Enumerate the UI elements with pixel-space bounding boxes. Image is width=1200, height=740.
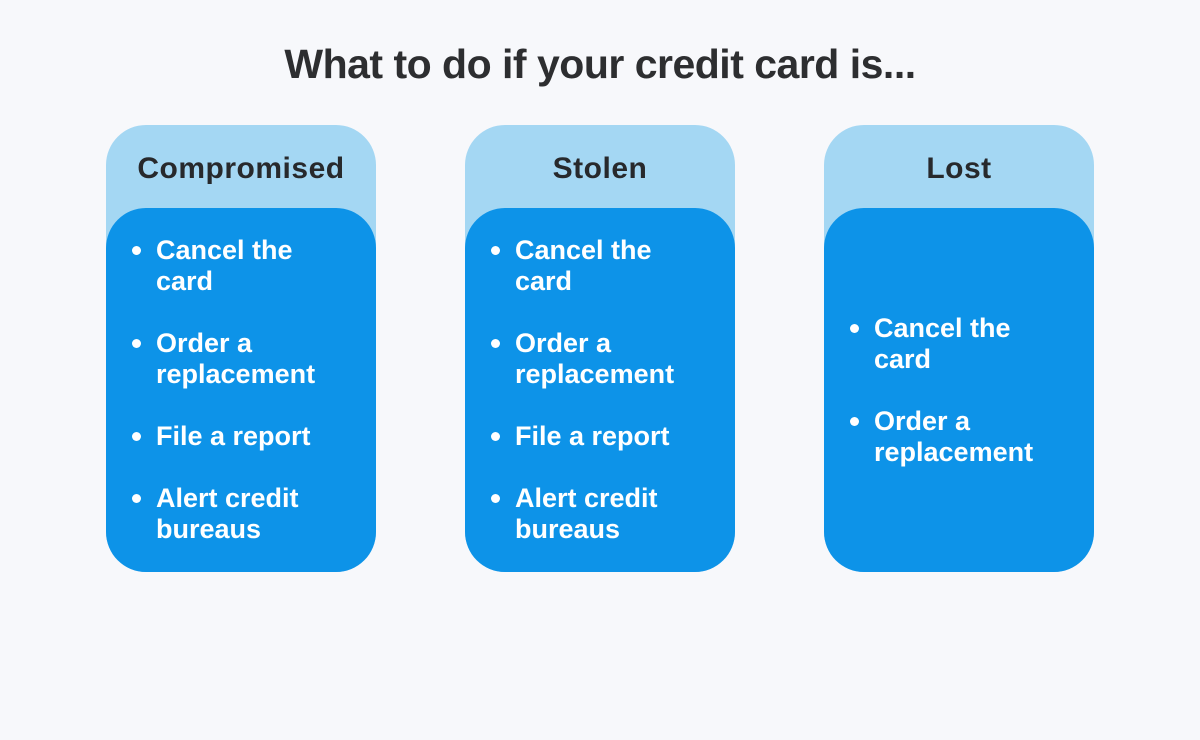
- list-item: File a report: [491, 421, 715, 452]
- bullet-icon: [491, 494, 500, 504]
- card-stolen-body: Cancel the card Order a replacement File…: [465, 208, 735, 573]
- list-item-label: Cancel the card: [156, 235, 293, 297]
- card-stolen: Stolen Cancel the card Order a replaceme…: [465, 125, 735, 573]
- bullet-icon: [132, 339, 141, 349]
- bullet-icon: [132, 432, 141, 442]
- card-lost-header: Lost: [926, 151, 992, 185]
- list-item: Cancel the card: [132, 235, 356, 297]
- list-item: Alert credit bureaus: [132, 483, 356, 545]
- list-item: File a report: [132, 421, 356, 452]
- bullet-icon: [132, 246, 141, 256]
- todo-list: Cancel the card Order a replacement File…: [491, 235, 715, 545]
- bullet-icon: [491, 246, 500, 256]
- card-lost-body: Cancel the card Order a replacement: [824, 208, 1094, 573]
- list-item: Alert credit bureaus: [491, 483, 715, 545]
- page-title: What to do if your credit card is...: [284, 41, 916, 87]
- list-item-label: Order a replacement: [874, 405, 1034, 467]
- card-compromised-header: Compromised: [137, 151, 345, 185]
- todo-list: Cancel the card Order a replacement File…: [132, 235, 356, 545]
- bullet-icon: [491, 339, 500, 349]
- list-item: Order a replacement: [132, 328, 356, 390]
- card-compromised: Compromised Cancel the card Order a repl…: [106, 125, 376, 573]
- list-item-label: Order a replacement: [515, 328, 675, 390]
- list-item-label: Cancel the card: [515, 235, 652, 297]
- list-item: Order a replacement: [850, 406, 1074, 468]
- bullet-icon: [850, 416, 859, 426]
- list-item: Order a replacement: [491, 328, 715, 390]
- card-lost: Lost Cancel the card Order a replacement: [824, 125, 1094, 573]
- bullet-icon: [850, 323, 859, 333]
- list-item-label: File a report: [156, 421, 311, 452]
- list-item-label: Alert credit bureaus: [515, 483, 658, 545]
- todo-list: Cancel the card Order a replacement: [850, 313, 1074, 468]
- cards-container: Compromised Cancel the card Order a repl…: [0, 125, 1200, 573]
- list-item: Cancel the card: [491, 235, 715, 297]
- card-stolen-header: Stolen: [552, 151, 648, 185]
- list-item-label: Order a replacement: [156, 328, 316, 390]
- list-item-label: Alert credit bureaus: [156, 483, 299, 545]
- list-item: Cancel the card: [850, 313, 1074, 375]
- list-item-label: File a report: [515, 421, 670, 452]
- list-item-label: Cancel the card: [874, 312, 1011, 374]
- card-compromised-body: Cancel the card Order a replacement File…: [106, 208, 376, 573]
- bullet-icon: [132, 494, 141, 504]
- bullet-icon: [491, 432, 500, 442]
